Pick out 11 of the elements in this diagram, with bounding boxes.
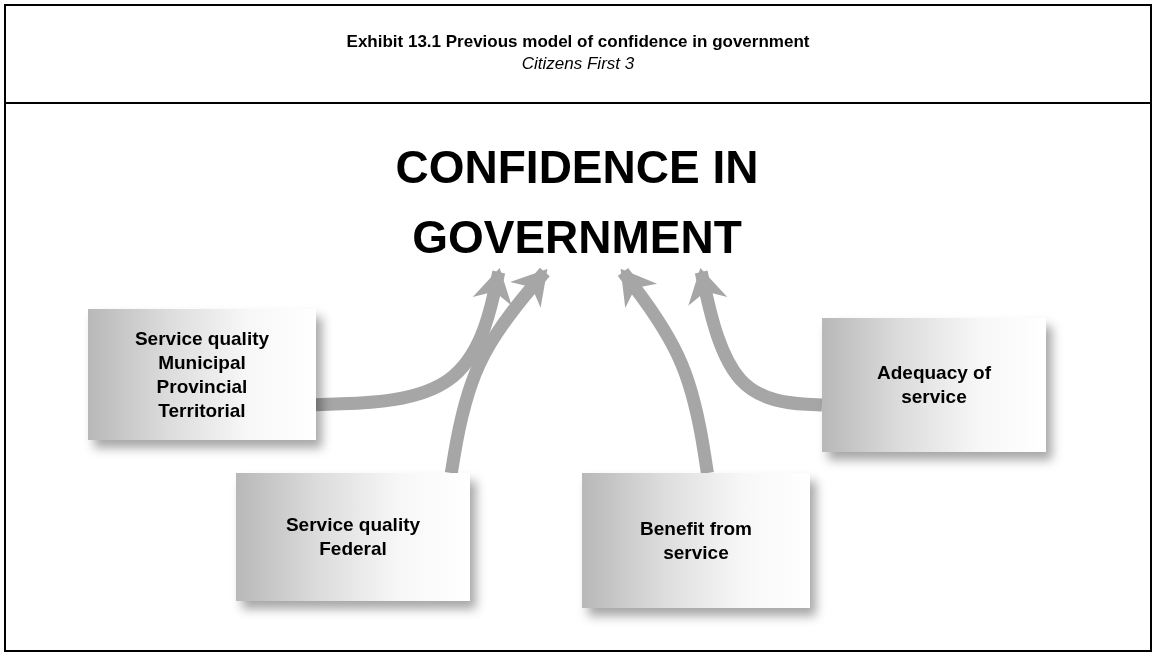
subtitle: Citizens First 3: [520, 54, 636, 74]
factor-box: Benefit from service: [582, 473, 810, 608]
curved-arrow: [688, 268, 823, 412]
curved-arrow: [315, 268, 512, 412]
diagram-title: Exhibit 13.1 Previous model of confidence in government: [345, 32, 811, 52]
factor-box: Service quality Federal: [236, 473, 470, 601]
curved-arrow: [617, 268, 714, 474]
heading-text: CONFIDENCE IN GOVERNMENT: [394, 140, 760, 265]
factor-box: Adequacy of service: [822, 318, 1046, 452]
curved-arrow: [444, 267, 550, 475]
factor-box: Service quality Municipal Provincial Territorial: [88, 309, 316, 440]
